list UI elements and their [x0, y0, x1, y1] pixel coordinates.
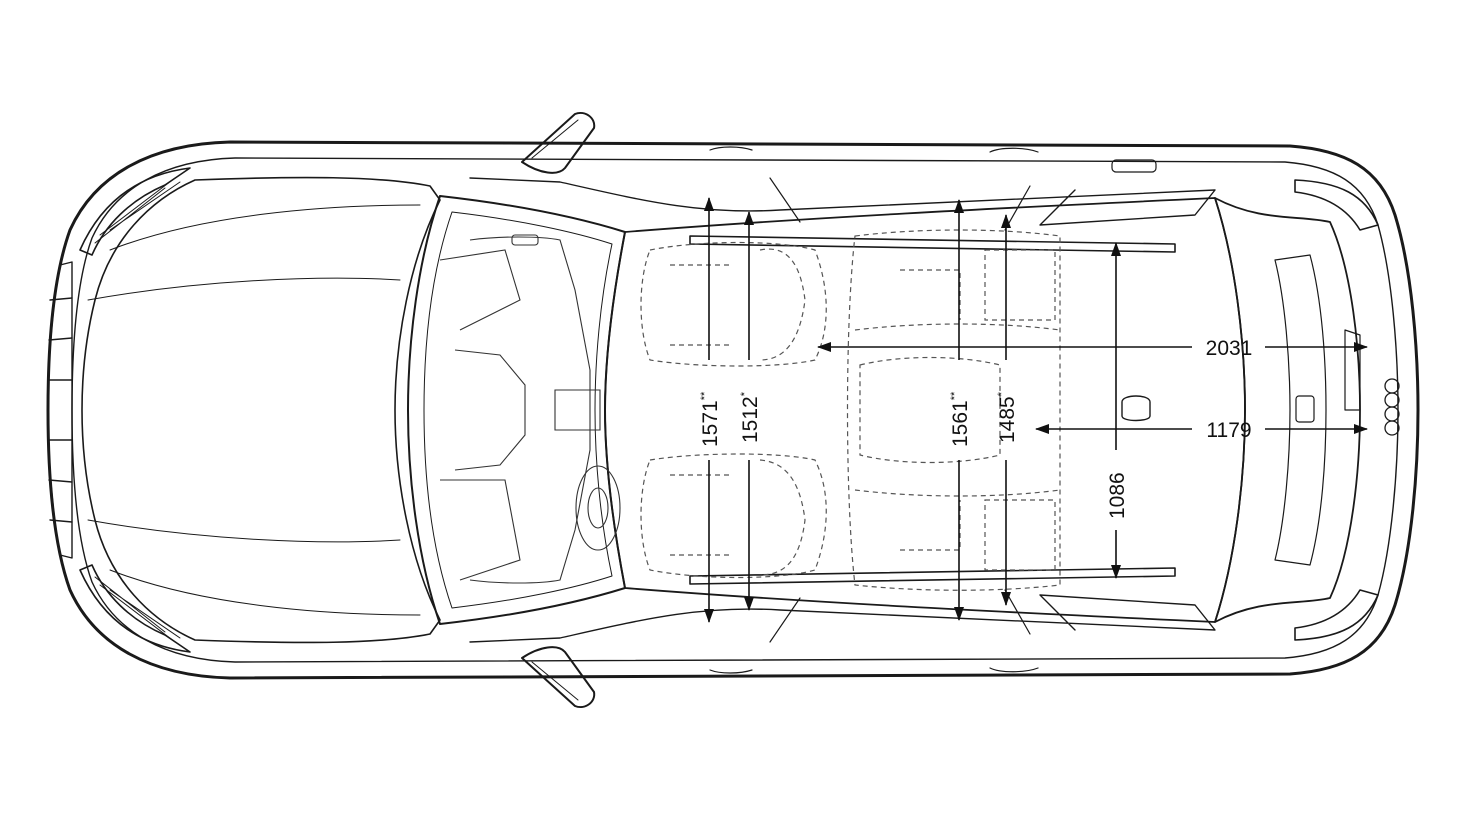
dim-mark-1561: ** [949, 391, 961, 400]
dim-label-1561: 1561** [949, 391, 972, 447]
dimension-lines [704, 197, 1368, 623]
dim-value-1485: 1485 [996, 396, 1019, 443]
interior [439, 234, 621, 584]
dim-mark-1485: * [996, 391, 1008, 396]
mirror-right [521, 646, 596, 708]
dim-value-1561: 1561 [949, 400, 972, 447]
dim-value-1571: 1571 [699, 400, 722, 447]
dim-mark-1512: * [739, 391, 751, 396]
headlight-left [79, 167, 191, 256]
rear-logo [1384, 378, 1400, 436]
headlight-right [79, 564, 191, 653]
rear-hatch [1214, 197, 1361, 623]
car-body [46, 112, 1420, 708]
dim-mark-1571: ** [699, 391, 711, 400]
dim-label-1571: 1571** [699, 391, 722, 447]
steering-wheel [575, 465, 621, 551]
dim-label-1512: 1512* [739, 391, 762, 443]
dim-label-2031: 2031 [1206, 337, 1253, 360]
dim-label-1485: 1485* [996, 391, 1019, 443]
dim-label-1179: 1179 [1206, 419, 1251, 442]
roof-rail-right [689, 567, 1176, 585]
dim-value-1512: 1512 [739, 396, 762, 443]
hood [81, 176, 441, 644]
body-inner-outline [71, 157, 1399, 663]
roof-rail-left [689, 235, 1176, 253]
seats-dashed [640, 229, 1061, 591]
body-outline [46, 140, 1420, 680]
front-grille [47, 261, 73, 559]
dim-label-1086: 1086 [1106, 472, 1129, 519]
mirror-left [521, 112, 596, 174]
dimension-labels: 1571** 1512* 1561** 1485* 1086 2031 1179 [699, 337, 1252, 519]
